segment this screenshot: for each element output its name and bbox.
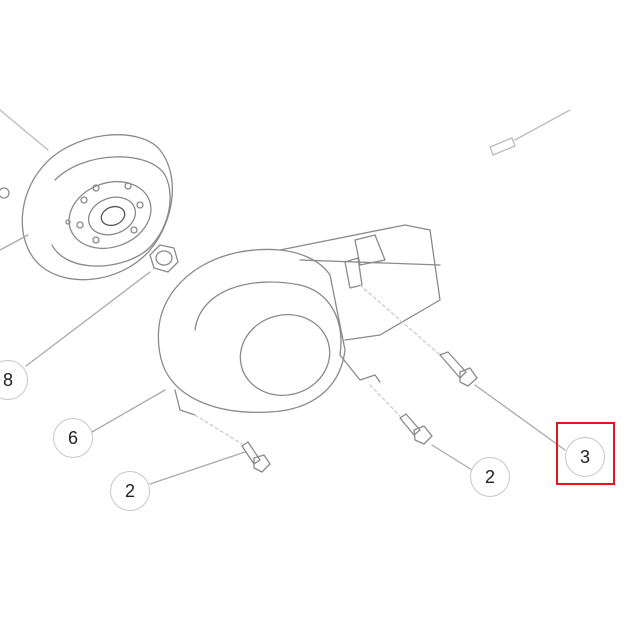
- flange-nut: [149, 244, 179, 273]
- bolt-lower-left: [241, 441, 271, 473]
- callout-2-right: 2: [470, 457, 510, 497]
- flywheel-rotor: [21, 134, 173, 281]
- highlight-box-callout-3: [556, 422, 615, 485]
- callout-6: 6: [53, 418, 93, 458]
- callout-3: 3: [565, 437, 605, 477]
- bolt-upper: [439, 351, 478, 387]
- pin: [489, 109, 571, 156]
- bolt-lower-right: [399, 413, 433, 445]
- leader-line: [0, 109, 49, 151]
- fan-cover-shroud: [157, 224, 441, 416]
- small-bolt-left: [0, 187, 10, 199]
- callout-2-left: 2: [110, 471, 150, 511]
